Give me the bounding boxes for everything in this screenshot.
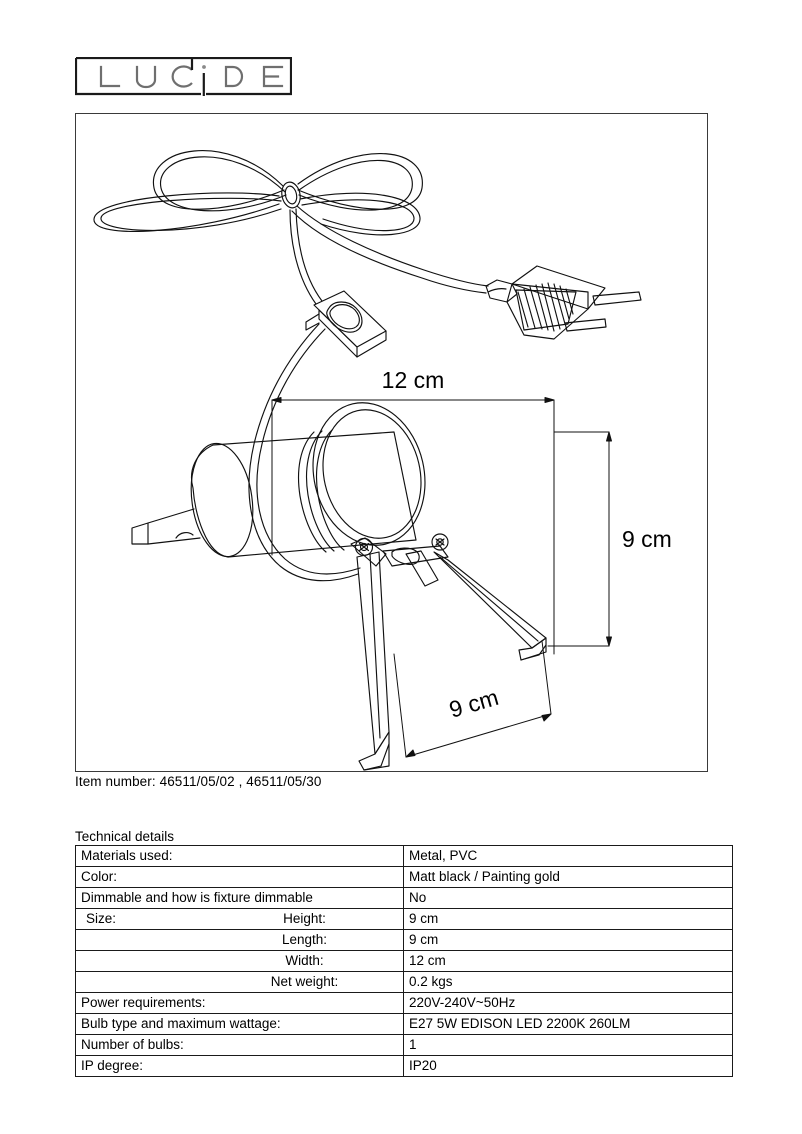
row-value-cell: 0.2 kgs [403, 971, 733, 993]
row-label-cell: Net weight: [75, 971, 404, 993]
dimension-depth [393, 640, 552, 758]
dimension-width-label: 12 cm [382, 367, 445, 393]
table-row: Net weight: 0.2 kgs [75, 971, 733, 993]
power-cord-to-plug [291, 205, 489, 294]
table-row: Length: 9 cm [75, 929, 733, 951]
row-label-cell: Width: [75, 950, 404, 972]
table-row: Materials used: Metal, PVC [75, 845, 733, 867]
row-value-cell: 9 cm [403, 929, 733, 951]
cord-bow-loop [93, 150, 423, 236]
table-row: Dimmable and how is fixture dimmable No [75, 887, 733, 909]
tripod-legs [350, 533, 547, 771]
row-label: Materials used: [81, 847, 173, 863]
row-label-cell: Dimmable and how is fixture dimmable [75, 887, 404, 909]
power-cord-to-switch [289, 208, 323, 305]
row-label-cell: Power requirements: [75, 992, 404, 1014]
table-row: Size: Height: 9 cm [75, 908, 733, 930]
technical-details-table: Materials used: Metal, PVC Color: Matt b… [75, 845, 733, 1077]
row-sublabel: Height: [283, 910, 326, 926]
table-row: Color: Matt black / Painting gold [75, 866, 733, 888]
table-row: Width: 12 cm [75, 950, 733, 972]
item-number: Item number: 46511/05/02 , 46511/05/30 [75, 774, 322, 789]
row-label: Color: [81, 868, 118, 884]
row-value-cell: No [403, 887, 733, 909]
row-sublabel: Length: [281, 931, 328, 947]
row-label-cell: Materials used: [75, 845, 404, 867]
product-technical-drawing: 12 cm 9 cm 9 cm [93, 150, 672, 771]
table-row: Power requirements: 220V-240V~50Hz [75, 992, 733, 1014]
row-label-cell: Number of bulbs: [75, 1034, 404, 1056]
row-label-cell: Length: [75, 929, 404, 951]
inline-switch [305, 290, 387, 358]
euro-plug [485, 265, 642, 340]
dimension-width [271, 397, 555, 655]
row-label: Dimmable and how is fixture dimmable [81, 889, 313, 905]
row-label: Number of bulbs: [81, 1036, 184, 1052]
row-label-cell: Bulb type and maximum wattage: [75, 1013, 404, 1035]
brand-logo [74, 53, 293, 96]
lucide-logo-svg [74, 53, 293, 96]
row-label: Size: [86, 910, 117, 926]
dimension-depth-label: 9 cm [446, 684, 501, 723]
table-row: Bulb type and maximum wattage: E27 5W ED… [75, 1013, 733, 1035]
row-value-cell: E27 5W EDISON LED 2200K 260LM [403, 1013, 733, 1035]
row-label-cell: Size: Height: [75, 908, 404, 930]
row-label: IP degree: [81, 1057, 144, 1073]
dimension-height [547, 431, 612, 647]
row-label: Bulb type and maximum wattage: [81, 1015, 281, 1031]
dimension-height-label: 9 cm [622, 526, 672, 552]
row-sublabel: Net weight: [270, 973, 339, 989]
row-label-cell: Color: [75, 866, 404, 888]
row-value-cell: 220V-240V~50Hz [403, 992, 733, 1014]
row-label: Power requirements: [81, 994, 206, 1010]
table-row: Number of bulbs: 1 [75, 1034, 733, 1056]
row-value-cell: Metal, PVC [403, 845, 733, 867]
power-cord-to-lamp [248, 323, 361, 582]
row-value-cell: Matt black / Painting gold [403, 866, 733, 888]
row-label-cell: IP degree: [75, 1055, 404, 1077]
row-value-cell: IP20 [403, 1055, 733, 1077]
row-value-cell: 1 [403, 1034, 733, 1056]
row-value-cell: 12 cm [403, 950, 733, 972]
spot-head [131, 402, 426, 558]
row-sublabel: Width: [285, 952, 324, 968]
row-value-cell: 9 cm [403, 908, 733, 930]
table-row: IP degree: IP20 [75, 1055, 733, 1077]
product-drawing-frame: 12 cm 9 cm 9 cm [75, 113, 708, 772]
technical-details-title: Technical details [75, 829, 175, 844]
